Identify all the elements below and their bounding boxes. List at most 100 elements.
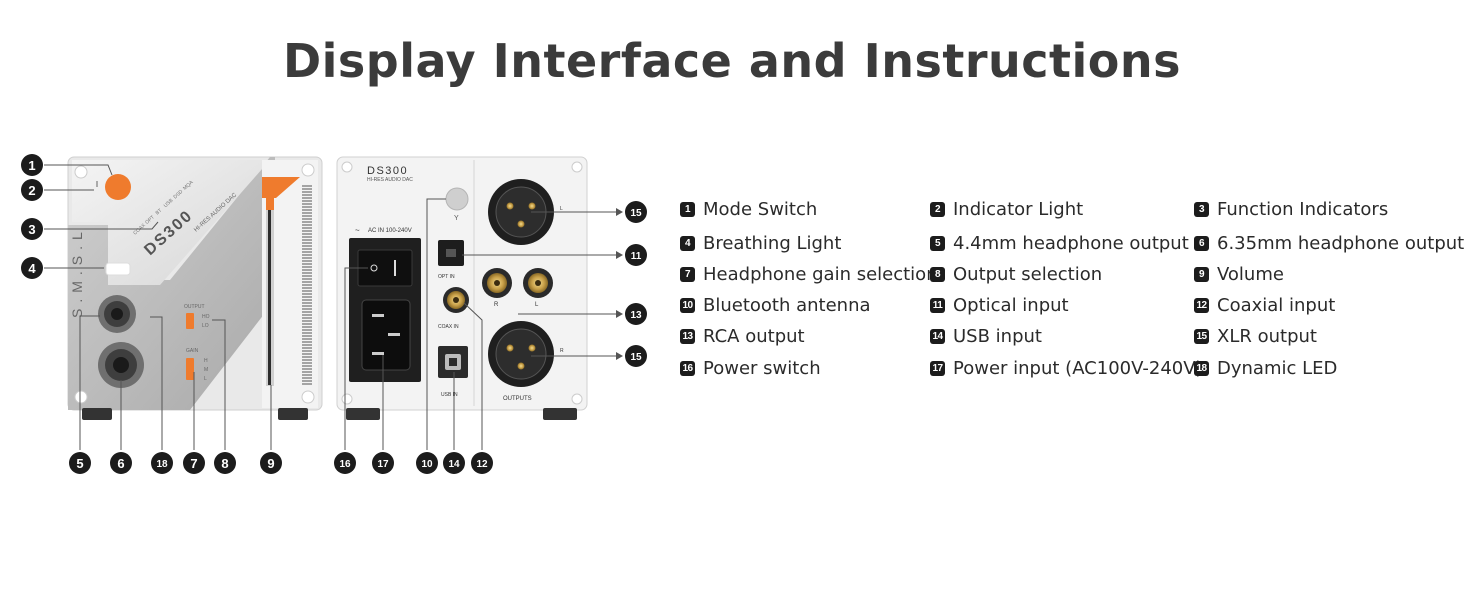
legend-item-mode-switch: 1 Mode Switch bbox=[680, 197, 817, 221]
indicator-label: USB bbox=[163, 197, 175, 209]
callout-4: 4 bbox=[21, 257, 43, 279]
screw-icon bbox=[571, 161, 583, 173]
legend-item-xlr-output: 15 XLR output bbox=[1194, 324, 1317, 348]
legend-item-dynamic-led: 18 Dynamic LED bbox=[1194, 356, 1337, 380]
gain-switch[interactable] bbox=[186, 358, 194, 380]
legend-item-bluetooth-antenna: 10 Bluetooth antenna bbox=[680, 293, 871, 317]
svg-text:7: 7 bbox=[190, 456, 197, 471]
svg-text:6: 6 bbox=[117, 456, 124, 471]
rca-output-l[interactable] bbox=[523, 268, 553, 298]
legend-label: 4.4mm headphone output bbox=[953, 232, 1189, 254]
legend-item-usb-input: 14 USB input bbox=[930, 324, 1042, 348]
callout-13: 13 bbox=[625, 303, 647, 325]
svg-text:3: 3 bbox=[28, 222, 35, 237]
page-title: Display Interface and Instructions bbox=[282, 34, 1182, 88]
rear-model-label: DS300 bbox=[367, 165, 408, 177]
legend-number: 12 bbox=[1194, 297, 1209, 313]
leader-lines bbox=[44, 164, 616, 450]
indicator-label: BT bbox=[155, 208, 164, 217]
legend-number: 3 bbox=[1194, 201, 1209, 217]
callout-5: 5 bbox=[69, 452, 91, 474]
legend-item-4-4mm-output: 5 4.4mm headphone output bbox=[930, 231, 1189, 255]
svg-text:15: 15 bbox=[630, 352, 642, 363]
legend-label: Optical input bbox=[953, 294, 1069, 316]
output-option: HO bbox=[202, 314, 210, 320]
callout-1: 1 bbox=[21, 154, 43, 176]
device-diagram: COAX OPT BT USB DSD MQA DS300 HI-RES AUD… bbox=[21, 154, 647, 474]
callout-15: 15 bbox=[625, 345, 647, 367]
antenna-icon: Y bbox=[454, 215, 459, 222]
outputs-label: OUTPUTS bbox=[503, 396, 532, 402]
legend-item-rca-output: 13 RCA output bbox=[680, 324, 805, 348]
callout-12: 12 bbox=[471, 452, 493, 474]
legend-number: 7 bbox=[680, 266, 695, 282]
svg-text:2: 2 bbox=[28, 183, 35, 198]
legend-label: 6.35mm headphone output bbox=[1217, 232, 1464, 254]
rear-subtitle-label: HI-RES AUDIO DAC bbox=[367, 177, 413, 183]
xlr-output-r[interactable] bbox=[488, 321, 554, 387]
breathing-light bbox=[105, 262, 131, 276]
legend-item-function-indicators: 3 Function Indicators bbox=[1194, 197, 1388, 221]
gain-option: H bbox=[204, 358, 208, 364]
screw-icon bbox=[74, 390, 88, 404]
opt-in-label: OPT IN bbox=[438, 274, 455, 280]
legend-item-optical-input: 11 Optical input bbox=[930, 293, 1069, 317]
callout-3: 3 bbox=[21, 218, 43, 240]
legend-number: 1 bbox=[680, 201, 695, 217]
callout-9: 9 bbox=[260, 452, 282, 474]
rca-output-r[interactable] bbox=[482, 268, 512, 298]
svg-text:17: 17 bbox=[377, 459, 389, 470]
output-option: LO bbox=[202, 323, 209, 329]
legend-item-coaxial-input: 12 Coaxial input bbox=[1194, 293, 1335, 317]
indicator-light bbox=[96, 181, 98, 187]
xlr-l-label: L bbox=[560, 206, 563, 212]
screw-icon bbox=[341, 393, 353, 405]
indicator-label: OPT bbox=[144, 214, 156, 225]
usb-in-label: USB IN bbox=[441, 392, 458, 398]
legend-number: 8 bbox=[930, 266, 945, 282]
gain-switch-label: GAIN bbox=[186, 348, 199, 354]
legend-label: Breathing Light bbox=[703, 232, 842, 254]
svg-text:15: 15 bbox=[630, 208, 642, 219]
dynamic-led-scale bbox=[302, 185, 312, 385]
legend-item-power-switch: 16 Power switch bbox=[680, 356, 821, 380]
legend-label: USB input bbox=[953, 325, 1042, 347]
legend-item-volume: 9 Volume bbox=[1194, 262, 1284, 286]
legend-label: Indicator Light bbox=[953, 198, 1084, 220]
svg-text:4: 4 bbox=[28, 261, 36, 276]
legend-label: Function Indicators bbox=[1217, 198, 1389, 220]
callout-10: 10 bbox=[416, 452, 438, 474]
callout-11: 11 bbox=[625, 244, 647, 266]
bluetooth-antenna[interactable] bbox=[445, 187, 469, 211]
svg-text:8: 8 bbox=[221, 456, 228, 471]
screw-icon bbox=[301, 163, 315, 177]
callout-15: 15 bbox=[625, 201, 647, 223]
legend-label: Power switch bbox=[703, 357, 821, 379]
svg-text:11: 11 bbox=[631, 251, 642, 262]
legend-number: 5 bbox=[930, 235, 945, 251]
power-inlet[interactable] bbox=[361, 299, 411, 371]
svg-text:1: 1 bbox=[28, 158, 35, 173]
legend-number: 16 bbox=[680, 360, 695, 376]
svg-text:5: 5 bbox=[76, 456, 83, 471]
legend-number: 13 bbox=[680, 328, 695, 344]
legend-number: 17 bbox=[930, 360, 945, 376]
mode-switch[interactable] bbox=[105, 174, 131, 200]
gain-option: M bbox=[204, 367, 208, 373]
volume-slider[interactable] bbox=[262, 177, 300, 386]
legend-item-power-input: 17 Power input (AC100V-240V) bbox=[930, 356, 1203, 380]
svg-text:12: 12 bbox=[476, 459, 488, 470]
brand-label: S.M.S.L bbox=[69, 226, 85, 318]
svg-text:10: 10 bbox=[421, 459, 433, 470]
svg-text:14: 14 bbox=[448, 459, 460, 470]
svg-text:13: 13 bbox=[630, 310, 642, 321]
gain-option: L bbox=[204, 376, 207, 382]
callout-17: 17 bbox=[372, 452, 394, 474]
xlr-output-l[interactable] bbox=[488, 179, 554, 245]
rca-l-label: L bbox=[535, 302, 539, 308]
legend-label: Power input (AC100V-240V) bbox=[953, 357, 1203, 379]
output-switch[interactable] bbox=[186, 313, 194, 329]
leader-arrowheads bbox=[616, 208, 623, 360]
output-switch-label: OUTPUT bbox=[184, 304, 205, 310]
legend-number: 14 bbox=[930, 328, 945, 344]
